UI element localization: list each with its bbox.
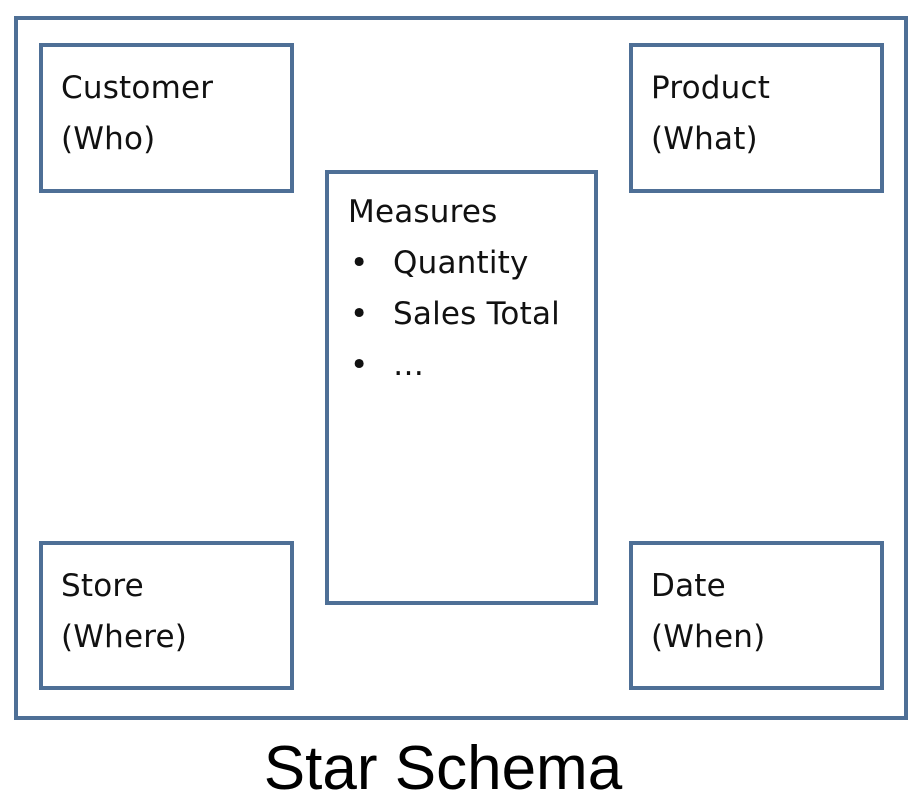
bullet-icon: • [350,296,369,332]
fact-measures-box: Measures • Quantity • Sales Total • … [325,170,598,605]
measure-item: • Quantity [348,238,594,289]
measure-item: • … [348,340,594,391]
diagram-title: Star Schema [263,734,623,803]
measure-item: • Sales Total [348,289,594,340]
dimension-date-name: Date [651,568,726,604]
dimension-date-box: Date (When) [629,541,884,690]
dimension-store-name: Store [61,568,144,604]
dimension-customer-name: Customer [61,70,214,106]
dimension-product-box: Product (What) [629,43,884,193]
measure-item-label: Quantity [393,245,529,281]
dimension-product-name: Product [651,70,771,106]
dimension-customer-box: Customer (Who) [39,43,294,193]
measure-list: • Quantity • Sales Total • … [348,238,594,391]
bullet-icon: • [350,347,369,383]
dimension-product-role: (What) [651,121,758,157]
bullet-icon: • [350,245,369,281]
measure-item-label: … [393,347,425,383]
measure-item-label: Sales Total [393,296,560,332]
dimension-store-box: Store (Where) [39,541,294,690]
dimension-customer-role: (Who) [61,121,156,157]
fact-heading: Measures [348,194,498,230]
star-schema-frame [14,16,908,720]
dimension-store-role: (Where) [61,619,188,655]
dimension-date-role: (When) [651,619,766,655]
